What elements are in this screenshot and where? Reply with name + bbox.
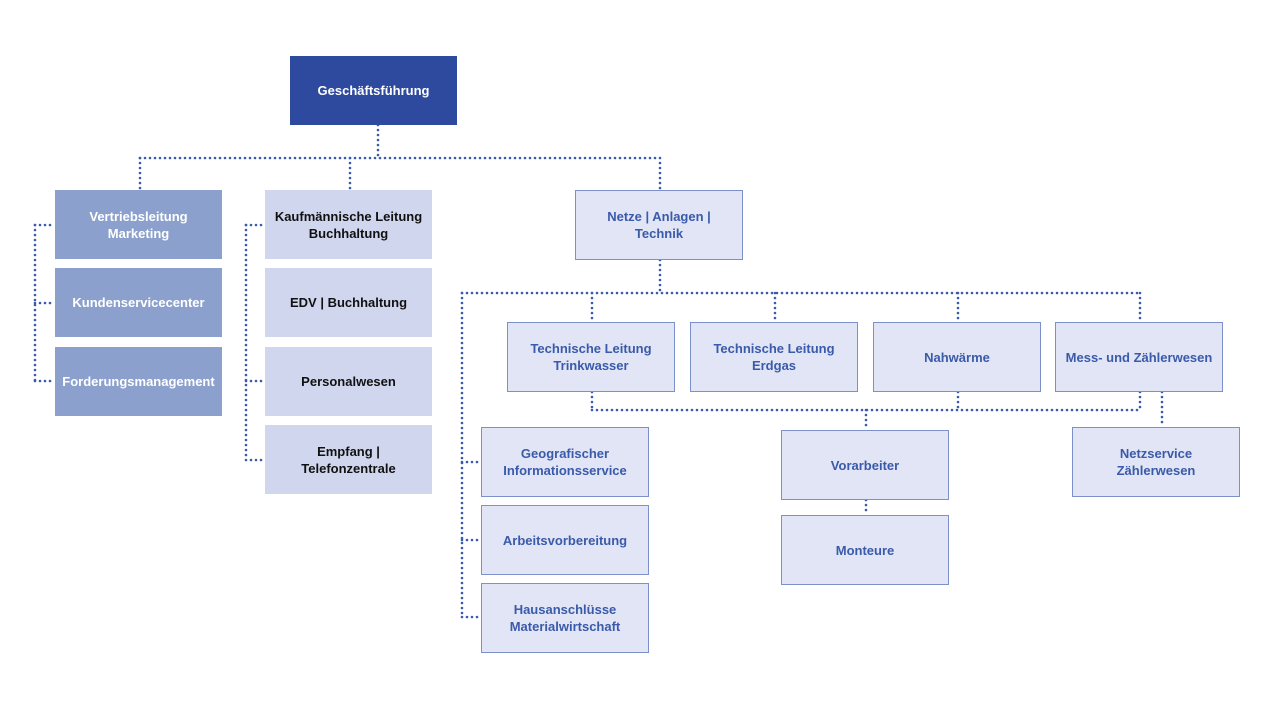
node-technische-leitung-trinkwasser: Technische Leitung Trinkwasser (507, 322, 675, 392)
node-hausanschluesse-materialwirtschaft: Hausanschlüsse Materialwirtschaft (481, 583, 649, 653)
node-arbeitsvorbereitung: Arbeitsvorbereitung (481, 505, 649, 575)
node-mess-und-zaehlerwesen: Mess- und Zählerwesen (1055, 322, 1223, 392)
node-forderungsmanagement: Forderungsmanagement (55, 347, 222, 416)
node-netzservice-zaehlerwesen: Netzservice Zählerwesen (1072, 427, 1240, 497)
node-empfang-telefonzentrale: Empfang | Telefonzentrale (265, 425, 432, 494)
node-monteure: Monteure (781, 515, 949, 585)
node-kundenservicecenter: Kundenservicecenter (55, 268, 222, 337)
node-geografischer-informationsservice: Geografischer Informationsservice (481, 427, 649, 497)
node-vorarbeiter: Vorarbeiter (781, 430, 949, 500)
node-nahwaerme: Nahwärme (873, 322, 1041, 392)
node-vertriebsleitung-marketing: Vertriebsleitung Marketing (55, 190, 222, 259)
node-technische-leitung-erdgas: Technische Leitung Erdgas (690, 322, 858, 392)
node-netze-anlagen-technik: Netze | Anlagen | Technik (575, 190, 743, 260)
node-edv-buchhaltung: EDV | Buchhaltung (265, 268, 432, 337)
node-personalwesen: Personalwesen (265, 347, 432, 416)
node-geschaeftsfuehrung: Geschäftsführung (290, 56, 457, 125)
node-kaufmaennische-leitung: Kaufmännische Leitung Buchhaltung (265, 190, 432, 259)
